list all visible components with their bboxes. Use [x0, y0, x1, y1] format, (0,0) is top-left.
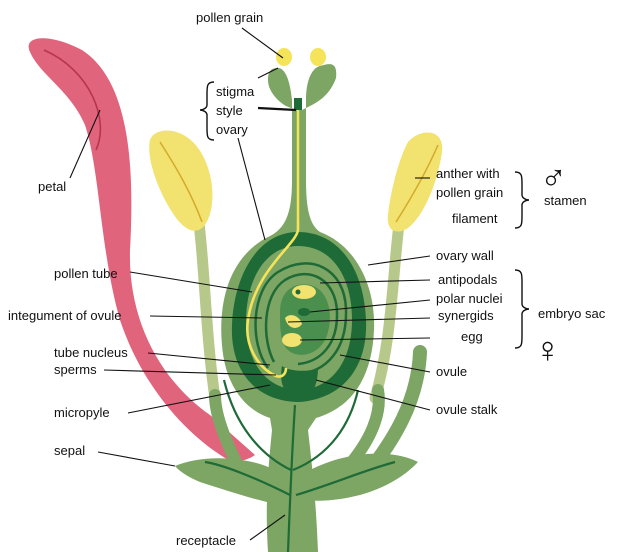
right-filament — [375, 215, 400, 398]
label-pollen-grain: pollen grain — [196, 10, 263, 25]
label-integument-of-ovule: integument of ovule — [8, 308, 121, 323]
label-style: style — [216, 103, 243, 118]
label-antipodals: antipodals — [438, 272, 498, 287]
polar-nuclei-cell — [298, 308, 310, 316]
label-receptacle: receptacle — [176, 533, 236, 548]
label-ovary: ovary — [216, 122, 248, 137]
label-ovule: ovule — [436, 364, 467, 379]
label-egg: egg — [461, 329, 483, 344]
embryo-sac-brace — [515, 270, 529, 348]
label-anther-line2: pollen grain — [436, 185, 503, 200]
label-pollen-tube: pollen tube — [54, 266, 118, 281]
label-sperms: sperms — [54, 362, 97, 377]
label-ovary-wall: ovary wall — [436, 248, 494, 263]
label-synergids: synergids — [438, 308, 494, 323]
pollen-grain-left — [276, 48, 292, 66]
label-sepal: sepal — [54, 443, 85, 458]
label-tube-nucleus: tube nucleus — [54, 345, 128, 360]
label-filament: filament — [452, 211, 498, 226]
label-polar-nuclei: polar nuclei — [436, 291, 503, 306]
antipodal-dot — [296, 290, 301, 295]
label-petal: petal — [38, 179, 66, 194]
female-symbol: ♀ — [534, 329, 561, 370]
left-anther — [149, 130, 212, 230]
label-stigma: stigma — [216, 84, 255, 99]
label-micropyle: micropyle — [54, 405, 110, 420]
pollen-grain-right — [310, 48, 326, 66]
label-anther-line1: anther with — [436, 166, 500, 181]
label-embryo-sac: embryo sac — [538, 306, 606, 321]
style-knot — [294, 98, 302, 110]
right-anther — [388, 133, 443, 232]
stamen-brace — [515, 172, 529, 228]
male-symbol: ♂ — [540, 157, 567, 198]
egg-cell — [282, 333, 302, 347]
stigma-style-ovary-brace — [200, 82, 214, 140]
label-ovule-stalk: ovule stalk — [436, 402, 498, 417]
